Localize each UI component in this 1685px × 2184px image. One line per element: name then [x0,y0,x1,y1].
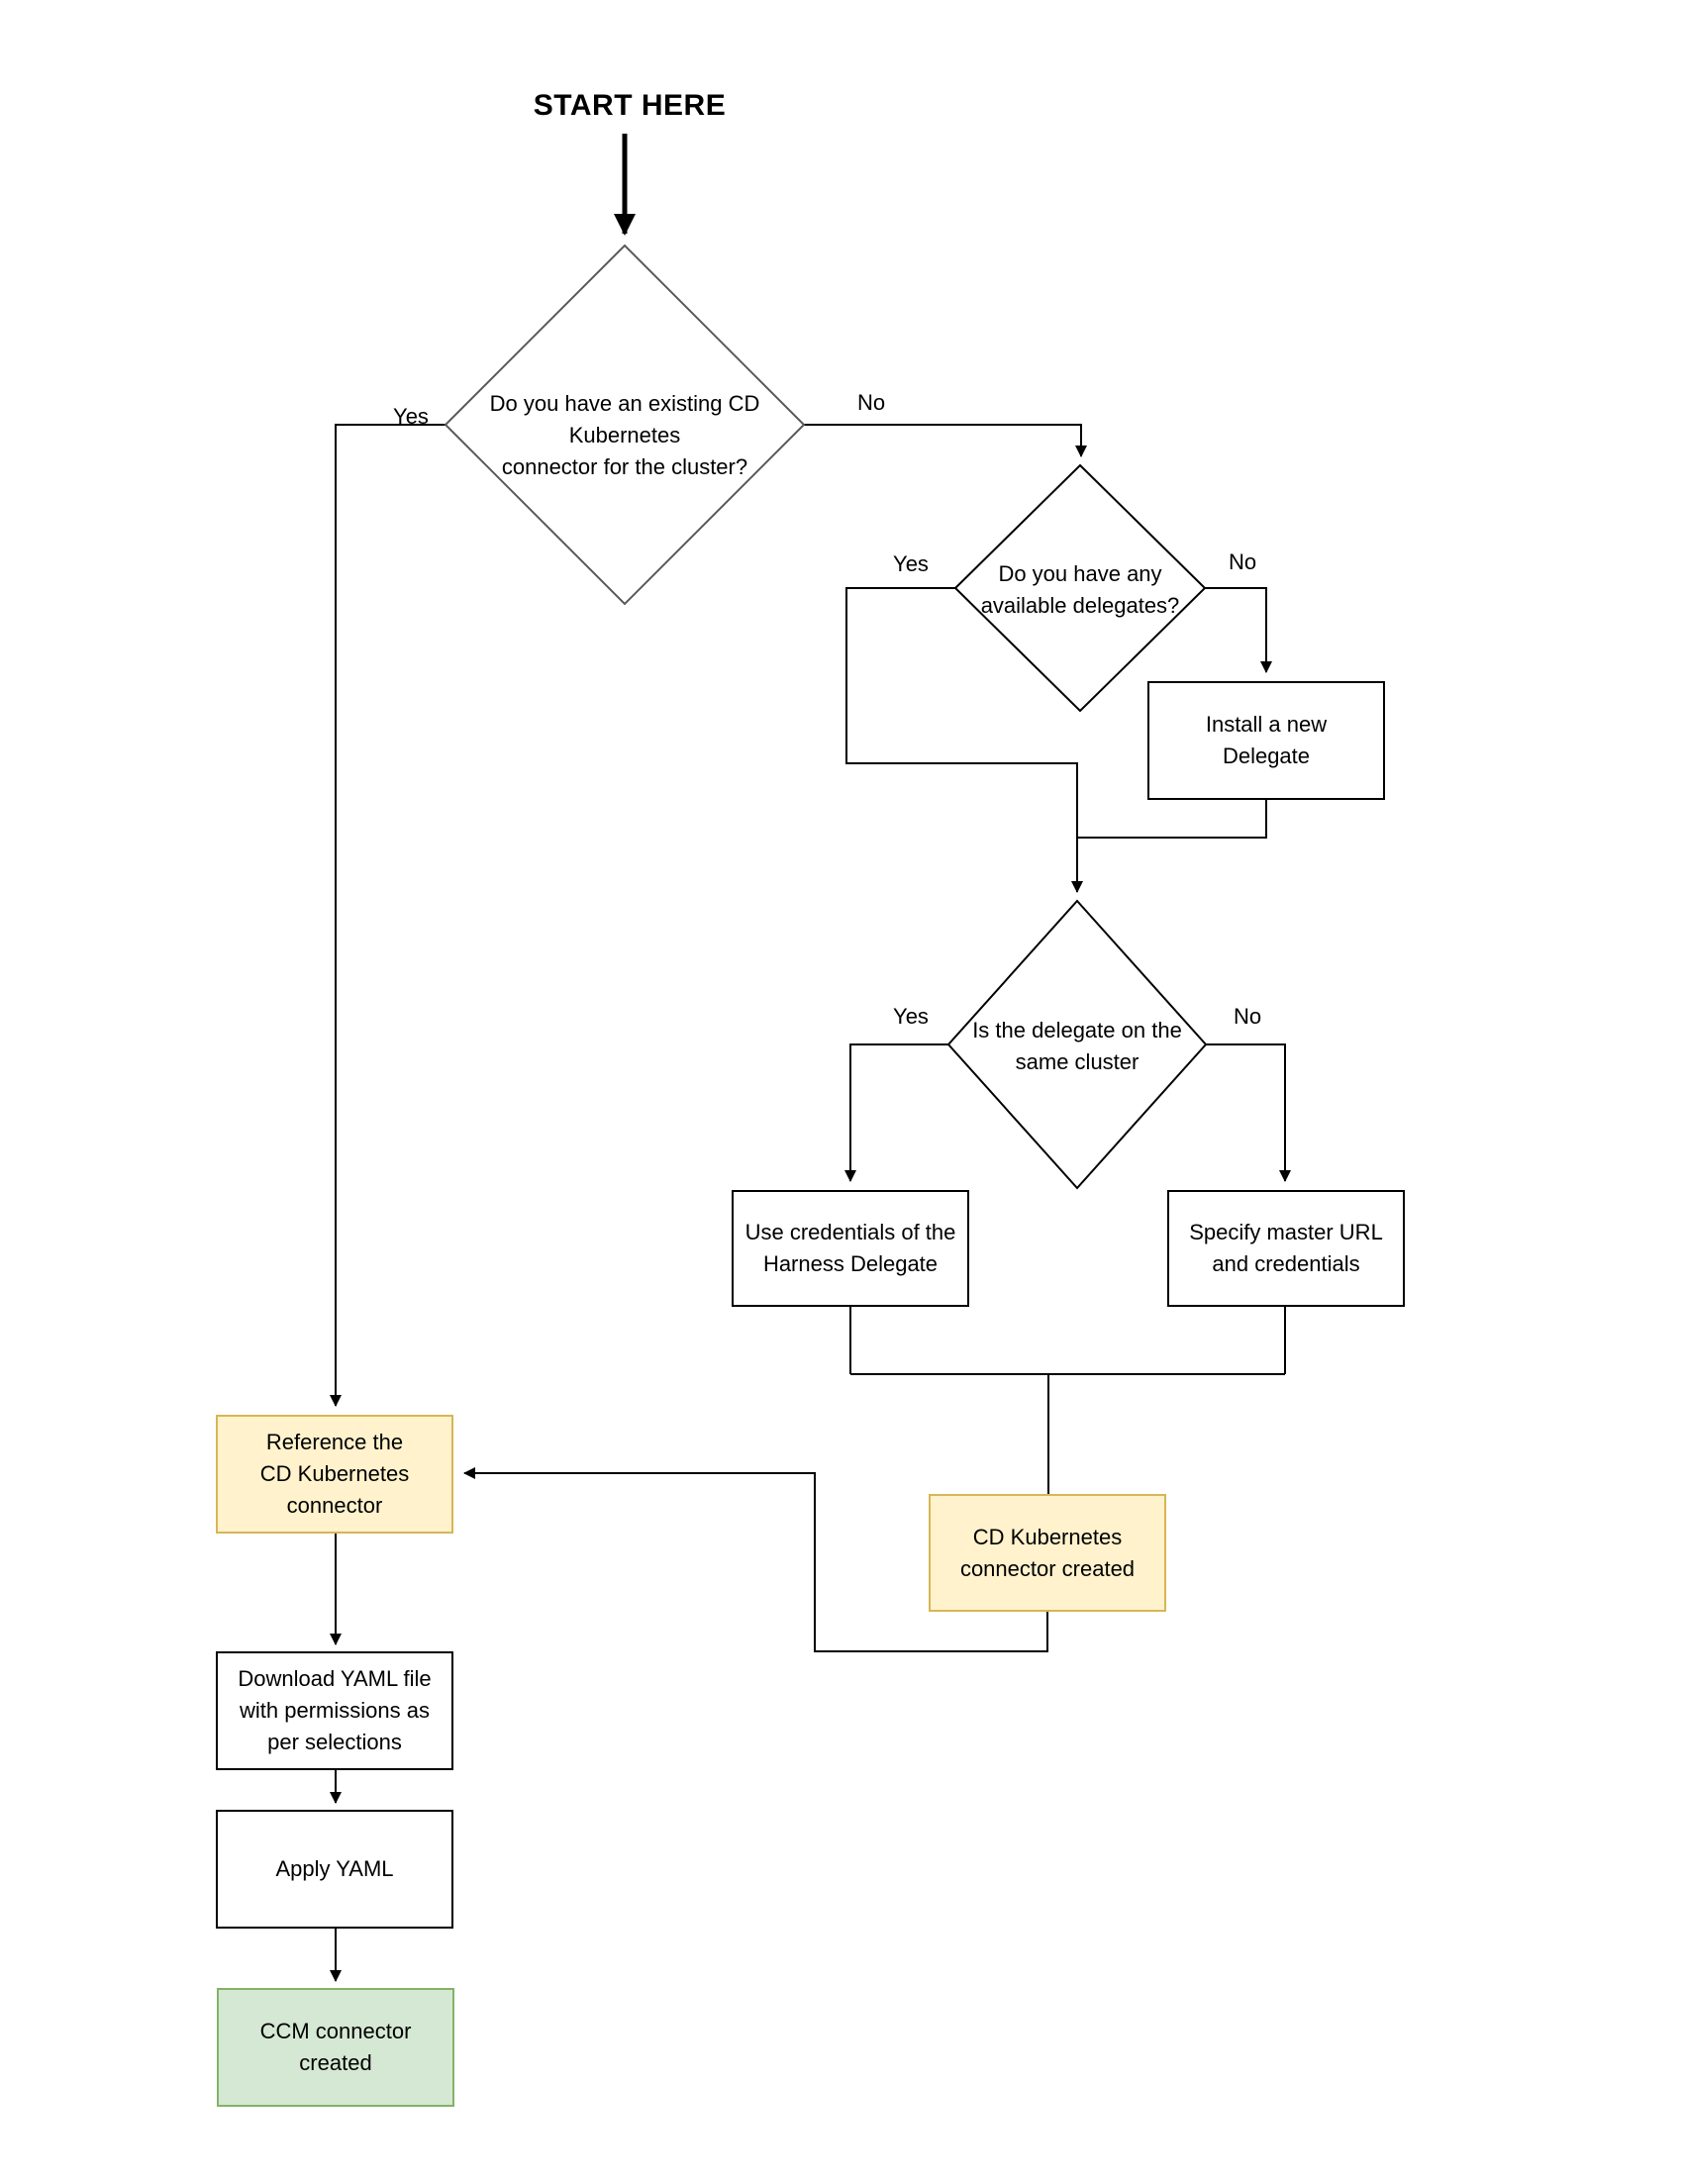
node-install-new-delegate: Install a new Delegate [1147,681,1385,800]
edge-label-q2-no: No [1228,549,1257,575]
edge-install-to-q3 [1077,800,1267,839]
edge-label-q3-no: No [1233,1004,1262,1030]
node-cd-connector-created: CD Kubernetes connector created [929,1494,1166,1612]
edge-label-q3-yes: Yes [893,1004,929,1030]
edge-cd-to-reference [463,1467,1048,1652]
start-here-title: START HERE [533,89,727,123]
decision-available-delegates-label: Do you have any available delegates? [980,561,1180,618]
edge-q2-no [1205,587,1272,673]
edge-q3-yes [844,1043,948,1182]
edge-q1-no [804,424,1087,457]
edge-q1-yes [330,424,446,1407]
edge-label-q1-no: No [856,390,886,416]
decision-same-cluster-label: Is the delegate on the same cluster [972,1018,1182,1074]
decision-same-cluster [946,899,1208,1190]
decision-existing-connector-label: Do you have an existing CD Kubernetes co… [489,391,760,479]
edge-q2-yes [845,587,1083,893]
node-specify-master-url: Specify master URL and credentials [1167,1190,1405,1307]
node-download-yaml: Download YAML file with permissions as p… [216,1651,453,1770]
decision-existing-connector [444,244,806,606]
edge-label-q2-yes: Yes [893,551,929,577]
edge-q3-no [1206,1043,1291,1182]
node-ccm-connector-created: CCM connector created [217,1988,454,2107]
node-reference-cd-connector: Reference the CD Kubernetes connector [216,1415,453,1534]
node-apply-yaml: Apply YAML [216,1810,453,1929]
edge-label-q1-yes: Yes [393,404,429,430]
decision-available-delegates [953,463,1207,713]
node-use-delegate-credentials: Use credentials of the Harness Delegate [732,1190,969,1307]
